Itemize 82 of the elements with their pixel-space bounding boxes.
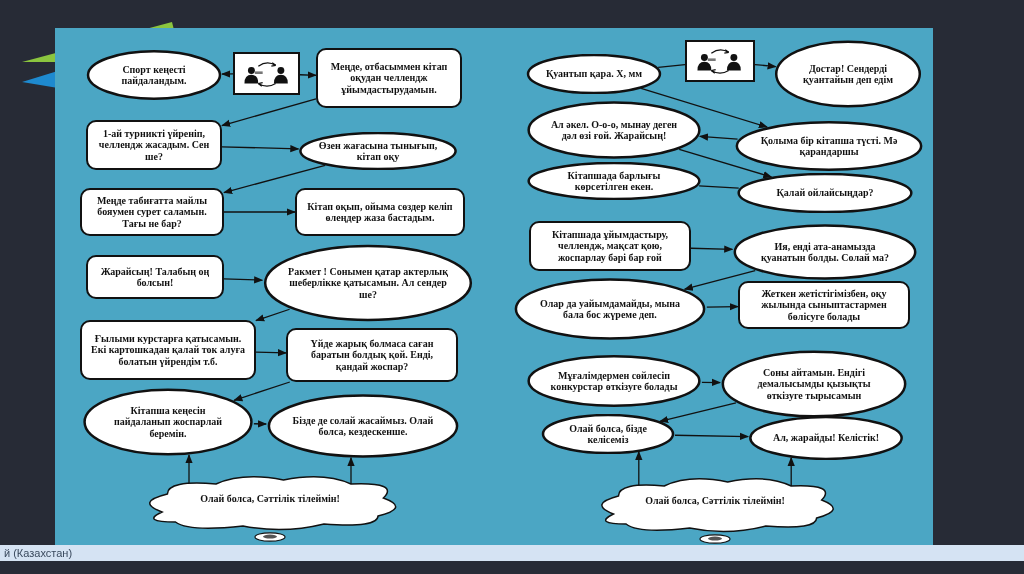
arrow <box>698 133 739 141</box>
speech-bubble <box>748 416 904 460</box>
arrow <box>233 381 291 402</box>
arrow <box>754 62 777 70</box>
arrow <box>223 208 296 216</box>
bubble-text: Ал әкел. О-о-о, мынау деген дәл өзі ғой. Жарайсың! <box>549 118 679 142</box>
speech-bubble <box>86 50 222 100</box>
bubble-text: Спорт кеңесті пайдаландым. <box>120 63 188 87</box>
arrow <box>221 70 234 78</box>
speech-bubble <box>86 120 222 170</box>
bubble-text: Жеткен жетістігімізбен, оқу жылында сыныптастармен бөлісуге болады <box>760 287 888 323</box>
bubble-text: Бізде де солай жасаймыз. Олай болса, кездескенше. <box>291 414 435 438</box>
bubble-text: Олай болса, Сәттілік тілеймін! <box>645 495 785 507</box>
bubble-text: Соны айтамын. Ендігі демалысымды қызықты өткізуге тырысамын <box>756 366 872 402</box>
arrow <box>690 245 734 253</box>
arrow <box>678 148 773 179</box>
bubble-text: Олай болса, бізде келісеміз <box>568 422 648 446</box>
arrow <box>255 349 287 357</box>
speech-bubble <box>732 224 918 280</box>
speech-bubble <box>80 320 256 380</box>
arrow <box>674 432 750 441</box>
bubble-text: Кітапшада барлығы көрсетілген екен. <box>566 169 662 193</box>
speech-bubble <box>513 278 707 340</box>
arrow <box>253 420 268 428</box>
bubble-text: Ғылыми курстарға қатысамын. Екі картошкадан қалай ток алуға болатын үйрендім т.б. <box>90 332 246 368</box>
speech-bubble <box>295 188 465 236</box>
arrow <box>223 164 326 194</box>
arrow <box>701 378 721 387</box>
arrow <box>787 456 795 487</box>
speech-bubble <box>529 221 691 271</box>
speech-bubble <box>734 121 924 171</box>
speech-bubble <box>526 162 702 200</box>
bubble-text: Олар да уайымдамайды, мына бала бос жүреме деп. <box>538 297 682 321</box>
speech-bubble <box>298 132 458 170</box>
arrow <box>223 276 264 284</box>
arrow <box>683 269 756 291</box>
arrow <box>299 71 317 79</box>
speech-bubble <box>82 388 254 456</box>
bubble-text: Олай болса, Сәттілік тілеймін! <box>200 493 340 505</box>
arrow <box>221 145 300 153</box>
bubble-text: Мұғалімдермен сөйлесіп конкурстар өткізуге болады <box>549 369 679 393</box>
picture-frame <box>685 40 755 82</box>
bubble-text: Қуантып қара. Х, мм <box>546 68 642 80</box>
bubble-text: Меңде табиғатта майлы бояумен сурет саламын. Тағы не бар? <box>96 194 208 230</box>
speech-bubble <box>526 54 662 94</box>
speech-bubble <box>262 244 474 322</box>
picture-frame <box>233 52 300 95</box>
arrow <box>221 98 317 127</box>
bubble-text: 1-ай турникті үйреніп, челлендж жасадым. Сен ше? <box>97 127 211 163</box>
bubble-text: Достар! Сендерді қуантайын деп едім <box>802 62 894 86</box>
speech-bubble <box>720 350 908 418</box>
speech-bubble <box>316 48 462 108</box>
speech-bubble <box>286 328 458 382</box>
bubble-text: Ракмет ! Сонымен қатар актерлық шеберлікке қатысамын. Ал сендер ше? <box>287 265 449 301</box>
bubble-text: Кітапшада ұйымдастыру, челлендж, мақсат қою, жоспарлау бәрі бар ғой <box>550 228 670 264</box>
bubble-text: Меңде, отбасыммен кітап оқудан челлендж ұйымдастырудамын. <box>329 60 449 96</box>
arrow <box>185 454 193 485</box>
arrow <box>635 450 643 487</box>
arrow <box>706 303 739 311</box>
arrow <box>255 308 291 322</box>
bubble-text: Үйде жарық болмаса саған баратын болдық қой. Енді, қандай жоспар? <box>309 337 435 373</box>
bubble-text: Ал, жарайды! Келістік! <box>773 432 879 444</box>
speech-bubble <box>526 355 702 407</box>
bubble-text: Кітап оқып, ойыма сөздер келіп өлеңдер жаза бастадым. <box>306 200 454 224</box>
bubble-text: Қолыма бір кітапша түсті. Мә қарандаршы <box>759 134 899 158</box>
bubble-text: Жарайсың! Талабың оң болсын! <box>99 265 211 289</box>
speech-bubble <box>86 255 224 299</box>
arrow <box>347 456 355 485</box>
speech-bubble <box>266 394 460 458</box>
speech-bubble <box>541 414 675 454</box>
bubble-text: Өзен жағасына тынығып, кітап оқу <box>317 139 439 163</box>
status-text: й (Казахстан) <box>4 546 73 560</box>
arrow <box>640 87 768 129</box>
arrow <box>659 402 737 423</box>
bubble-text: Кітапша кеңесін пайдаланып жоспарлай беремін. <box>113 404 223 440</box>
speech-bubble <box>526 101 702 159</box>
speech-bubble <box>774 40 922 108</box>
bubble-text: Ия, енді ата-анамызда қуанатын болды. Солай ма? <box>759 240 890 264</box>
speech-bubble <box>80 188 224 236</box>
bubble-text: Қалай ойлайсыңдар? <box>776 187 874 199</box>
speech-bubble <box>738 281 910 329</box>
speech-bubble <box>736 173 914 213</box>
